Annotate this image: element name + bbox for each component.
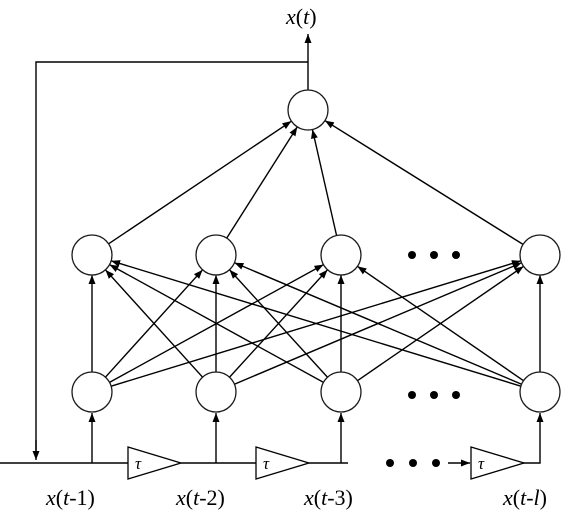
input-2-to-hidden-1 bbox=[104, 269, 204, 378]
input-ellipsis-dot-2 bbox=[430, 391, 438, 399]
delay-symbol: τ bbox=[135, 454, 142, 473]
delay-1: τ bbox=[127, 446, 184, 480]
hidden-ellipsis-dot-3 bbox=[452, 251, 460, 259]
hidden-neuron-4 bbox=[519, 234, 561, 276]
delay-triangle bbox=[255, 446, 312, 480]
delay-2: τ bbox=[255, 446, 312, 480]
hidden-to-output-1 bbox=[108, 120, 292, 245]
output-neuron bbox=[287, 89, 329, 131]
hidden-neuron-1 bbox=[71, 234, 113, 276]
hidden-ellipsis-dot-2 bbox=[430, 251, 438, 259]
output-label: x(t) bbox=[285, 4, 317, 29]
delay-triangle bbox=[127, 446, 184, 480]
hidden-neuron-2 bbox=[195, 234, 237, 276]
input-4-to-hidden-1 bbox=[110, 260, 522, 387]
delay-symbol: τ bbox=[478, 454, 485, 473]
delay-triangle bbox=[470, 446, 527, 480]
input-4-to-hidden-3 bbox=[357, 265, 524, 382]
input-neuron-4 bbox=[519, 371, 561, 413]
bus-ellipsis-dot-1 bbox=[386, 459, 394, 467]
bus-ellipsis-dot-3 bbox=[432, 459, 440, 467]
input-label-2: x(t-2) bbox=[175, 485, 225, 510]
input-label-1: x(t-1) bbox=[45, 485, 95, 510]
input-label-3: x(t-3) bbox=[303, 485, 353, 510]
delay-symbol: τ bbox=[263, 454, 270, 473]
input-neuron-2 bbox=[195, 371, 237, 413]
input-3-to-hidden-2 bbox=[228, 269, 329, 378]
ellipsis-dots bbox=[386, 251, 460, 467]
input-neuron-1 bbox=[71, 371, 113, 413]
hidden-to-output-3 bbox=[311, 129, 338, 236]
hidden-to-output-2 bbox=[226, 126, 298, 239]
neurons bbox=[71, 89, 561, 413]
delay-3: τ bbox=[470, 446, 527, 480]
input-ellipsis-dot-3 bbox=[452, 391, 460, 399]
bus-segment-5 bbox=[523, 418, 541, 464]
bus-ellipsis-dot-2 bbox=[409, 459, 417, 467]
hidden-neuron-3 bbox=[320, 234, 362, 276]
input-ellipsis-dot-1 bbox=[408, 391, 416, 399]
feedback-line bbox=[35, 61, 308, 458]
connections bbox=[0, 34, 544, 467]
input-label-l: x(t-l) bbox=[502, 485, 547, 510]
input-4-to-hidden-2 bbox=[234, 262, 522, 385]
hidden-ellipsis-dot-1 bbox=[408, 251, 416, 259]
input-neuron-3 bbox=[320, 371, 362, 413]
hidden-to-output-4 bbox=[324, 120, 524, 245]
input-3-to-hidden-1 bbox=[109, 264, 324, 383]
